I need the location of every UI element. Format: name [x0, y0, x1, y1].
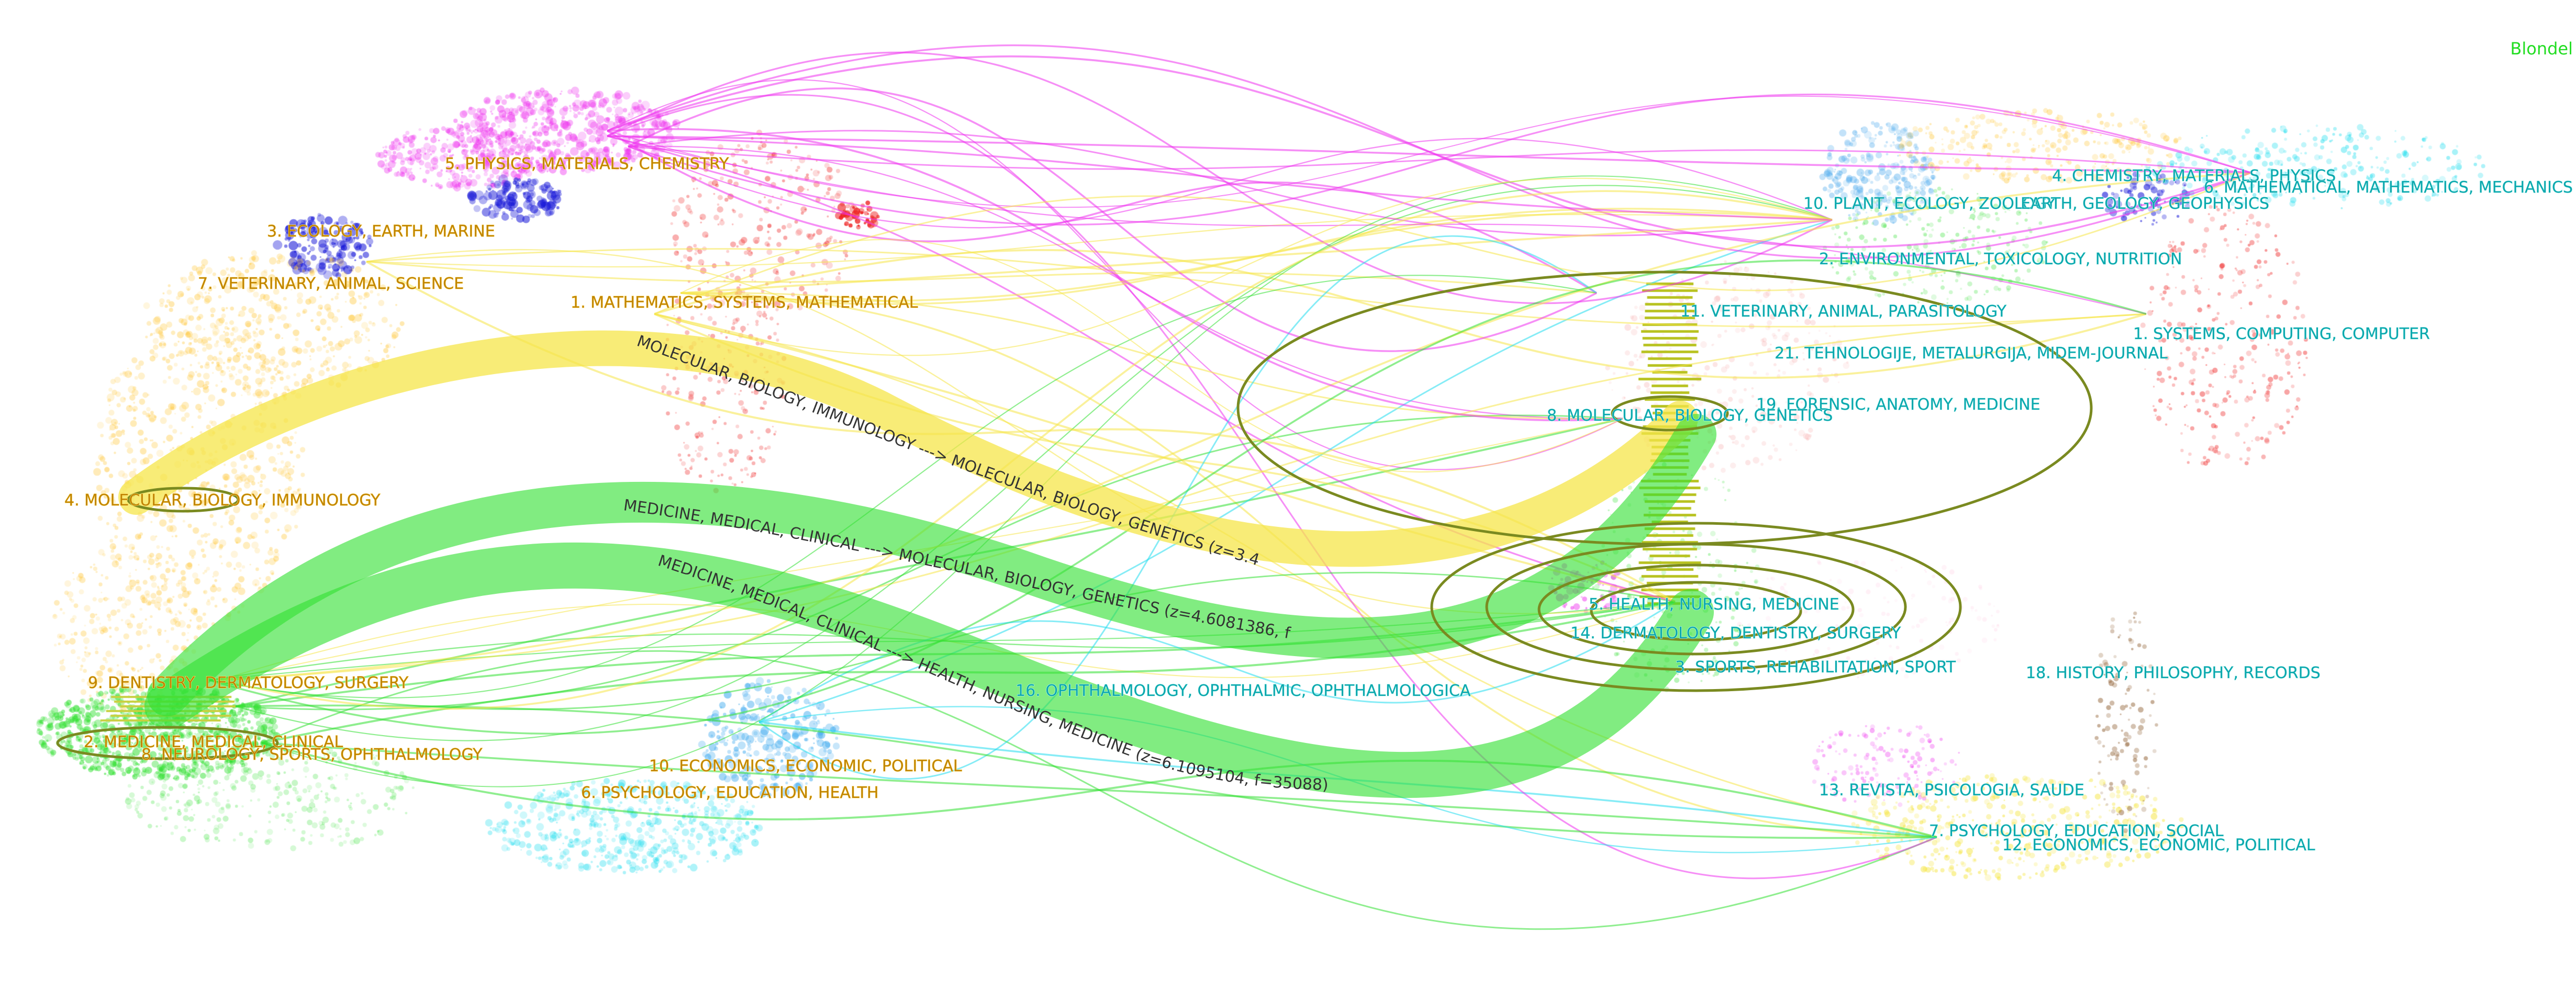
citation-arc — [366, 248, 2147, 328]
left-label-veterinary: 7. VETERINARY, ANIMAL, SCIENCE — [198, 275, 464, 293]
left-label-mathematics: 1. MATHEMATICS, SYSTEMS, MATHEMATICAL — [571, 294, 918, 312]
ellipse-health-core — [1590, 581, 1802, 641]
ellipse-health-outer — [1430, 522, 1962, 692]
right-label-plant: 10. PLANT, ECOLOGY, ZOOLOGY — [1803, 195, 2056, 213]
ellipse-health-mid — [1485, 543, 1907, 671]
right-label-chemistry: 4. CHEMISTRY, MATERIALS, PHYSICS — [2052, 167, 2336, 185]
right-label-earth: EARTH, GEOLOGY, GEOPHYSICS — [2021, 195, 2269, 213]
citation-arc — [628, 87, 1597, 352]
citation-arc — [607, 135, 1833, 221]
citation-arc — [654, 313, 1937, 838]
right-label-sports: 3. SPORTS, REHABILITATION, SPORT — [1675, 658, 1956, 677]
left-label-molecular-immunology: 4. MOLECULAR, BIOLOGY, IMMUNOLOGY — [64, 491, 381, 510]
citation-arc — [607, 95, 2251, 208]
right-label-economics: 12. ECONOMICS, ECONOMIC, POLITICAL — [2002, 836, 2315, 854]
right-label-psychology: 7. PSYCHOLOGY, EDUCATION, SOCIAL — [1929, 822, 2224, 840]
citation-arc — [209, 259, 2147, 735]
left-label-physics: 5. PHYSICS, MATERIALS, CHEMISTRY — [445, 155, 729, 173]
citation-arc — [628, 145, 2251, 174]
right-label-forensic: 19. FORENSIC, ANATOMY, MEDICINE — [1756, 396, 2040, 414]
ellipse-molecular-genetics-small — [1611, 395, 1729, 432]
right-label-ophthalmology: 16. OPHTHALMOLOGY, OPHTHALMIC, OPHTHALMO… — [1016, 682, 1471, 700]
citation-arc — [628, 130, 1833, 236]
flow-band-molecular-to-genetics — [118, 330, 1698, 567]
right-label-health: 5. HEALTH, NURSING, MEDICINE — [1589, 595, 1839, 614]
left-label-neurology: 8. NEUROLOGY, SPORTS, OPHTHALMOLOGY — [141, 746, 483, 764]
citation-arc — [607, 128, 1623, 422]
left-label-dentistry: 9. DENTISTRY, DERMATOLOGY, SURGERY — [88, 674, 409, 692]
citation-arc — [209, 275, 1597, 698]
left-label-economics: 10. ECONOMICS, ECONOMIC, POLITICAL — [649, 757, 962, 775]
right-label-veterinary: 11. VETERINARY, ANIMAL, PARASITOLOGY — [1680, 302, 2007, 321]
right-label-dermatology: 14. DERMATOLOGY, DENTISTRY, SURGERY — [1570, 624, 1901, 643]
left-label-ecology: 3. ECOLOGY, EARTH, MARINE — [267, 222, 495, 241]
citation-arc — [366, 261, 1597, 294]
right-map-labels: 4. CHEMISTRY, MATERIALS, PHYSICS 6. MATH… — [1015, 166, 2573, 854]
left-label-medicine: 2. MEDICINE, MEDICAL, CLINICAL — [84, 733, 343, 751]
right-label-molecular-genetics: 8. MOLECULAR, BIOLOGY, GENETICS — [1547, 407, 1833, 425]
right-label-tehnologije: 21. TEHNOLOGIJE, METALURGIJA, MIDEM-JOUR… — [1775, 344, 2168, 363]
z-score-ellipses — [56, 271, 2093, 760]
citation-arc — [219, 172, 2251, 681]
right-label-systems: 1. SYSTEMS, COMPUTING, COMPUTER — [2133, 325, 2430, 343]
flow-band-medicine-to-health — [144, 542, 1714, 798]
citation-arc — [607, 94, 1937, 880]
ellipse-health-inner — [1537, 564, 1855, 656]
ellipse-molecular-left — [127, 487, 240, 513]
citation-arc — [759, 235, 1597, 780]
right-label-history: 18. HISTORY, PHILOSOPHY, RECORDS — [2026, 664, 2321, 682]
citation-arc — [654, 177, 1833, 356]
citation-arc — [607, 135, 2251, 174]
right-label-revista: 13. REVISTA, PSICOLOGIA, SAUDE — [1819, 781, 2084, 799]
flow-band-medicine-to-genetics — [147, 414, 1716, 716]
citation-arc — [628, 145, 1623, 420]
right-label-mathematical: 6. MATHEMATICAL, MATHEMATICS, MECHANICS — [2204, 178, 2573, 197]
citation-arc — [680, 211, 1833, 302]
left-map-labels: 5. PHYSICS, MATERIALS, CHEMISTRY 3. ECOL… — [64, 154, 962, 802]
citation-arc — [261, 742, 1937, 838]
ellipse-medicine-left — [56, 726, 279, 760]
citation-arc — [680, 239, 1623, 472]
flow-bands — [118, 330, 1716, 798]
left-label-psychology: 6. PSYCHOLOGY, EDUCATION, HEALTH — [581, 784, 878, 802]
right-label-environmental: 2. ENVIRONMENTAL, TOXICOLOGY, NUTRITION — [1819, 250, 2182, 268]
citation-arc — [654, 172, 2251, 315]
algorithm-label: Blondel — [2510, 39, 2573, 59]
citation-arc — [219, 190, 1833, 710]
citation-arc — [366, 261, 1676, 603]
citation-arc — [235, 704, 1937, 839]
